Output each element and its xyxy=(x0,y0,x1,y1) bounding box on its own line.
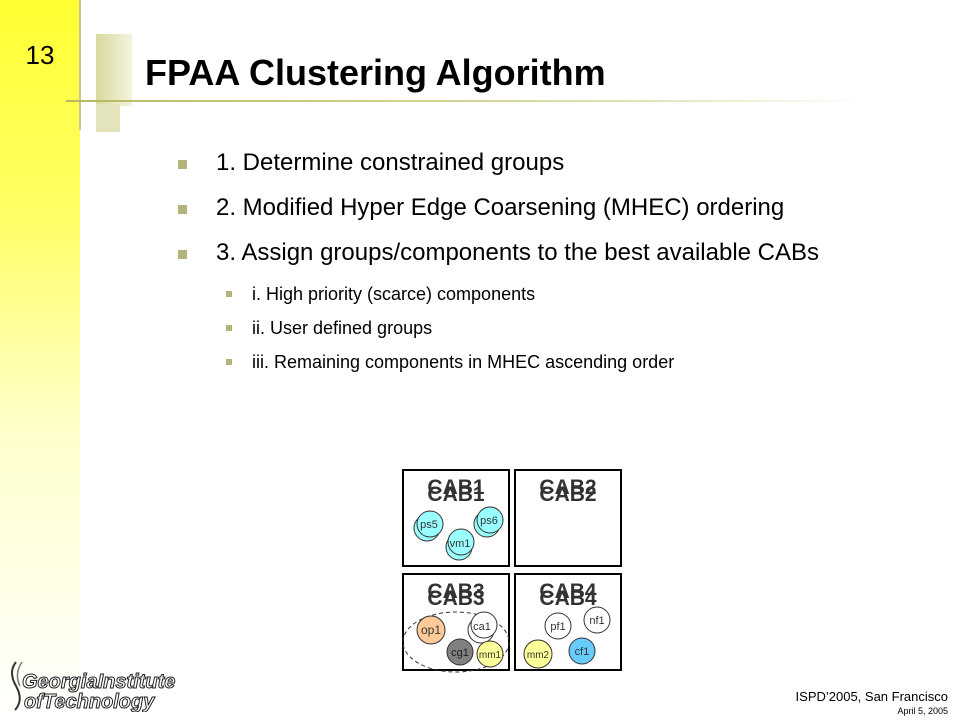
bullet-item: 2. Modified Hyper Edge Coarsening (MHEC)… xyxy=(178,191,878,225)
title-underline xyxy=(66,100,866,102)
bullet-text: 3. Assign groups/components to the best … xyxy=(216,239,820,266)
node-ps5-label: ps5 xyxy=(420,519,438,531)
node-cg1-label: cg1 xyxy=(451,647,469,659)
node-nf1-label: nf1 xyxy=(589,615,604,627)
node-pf1-label: pf1 xyxy=(550,621,565,633)
cab4-label: CAB4 xyxy=(539,580,596,603)
node-pf1: pf1 xyxy=(544,612,572,640)
left-accent-bar xyxy=(0,0,80,720)
node-mm1: mm1 xyxy=(476,640,504,668)
node-nf1: nf1 xyxy=(583,606,611,634)
group-outline xyxy=(402,611,510,673)
node-ca1: ca1 xyxy=(467,611,498,644)
node-ps6-label: ps6 xyxy=(480,515,498,527)
node-ca1-label: ca1 xyxy=(473,621,491,633)
node-mm2: mm2 xyxy=(523,639,553,669)
node-cg1: cg1 xyxy=(446,638,474,666)
sub-bullet-text: iii. Remaining components in MHEC ascend… xyxy=(252,352,675,372)
bullet-square-icon xyxy=(178,160,187,169)
slide-title: FPAA Clustering Algorithm xyxy=(145,52,606,93)
cab3-label: CAB3 xyxy=(427,580,484,603)
cab2-box xyxy=(514,469,622,567)
logo-line2: ofTechnology xyxy=(24,691,155,712)
bullet-text: 1. Determine constrained groups xyxy=(216,149,565,176)
cab2-label-shadow: CAB2 xyxy=(539,483,596,506)
vertical-divider xyxy=(79,0,81,130)
bullet-text: 2. Modified Hyper Edge Coarsening (MHEC)… xyxy=(216,194,785,221)
cab2-label: CAB2 xyxy=(539,476,596,499)
georgia-tech-logo: GeorgiaInstitute ofTechnology xyxy=(11,661,176,712)
bullet-square-icon xyxy=(226,291,232,297)
logo-line1: GeorgiaInstitute xyxy=(22,671,175,693)
sub-bullet-item: i. High priority (scarce) components xyxy=(226,281,878,307)
cab1-label: CAB1 xyxy=(427,476,484,499)
slide-number: 13 xyxy=(25,40,55,70)
footer-date: April 5, 2005 xyxy=(897,706,948,716)
bullet-square-icon xyxy=(178,205,187,214)
node-vm1-label: vm1 xyxy=(450,538,471,550)
sub-bullet-text: i. High priority (scarce) components xyxy=(252,284,536,304)
bullet-item: 3. Assign groups/components to the best … xyxy=(178,236,878,270)
logo-swoosh-icon xyxy=(11,661,21,711)
bullet-square-icon xyxy=(226,325,232,331)
sub-bullet-item: iii. Remaining components in MHEC ascend… xyxy=(226,349,878,375)
node-mm2-label: mm2 xyxy=(527,650,550,661)
bullet-item: 1. Determine constrained groups xyxy=(178,146,878,180)
cab1-label-shadow: CAB1 xyxy=(427,483,484,506)
bullet-list: 1. Determine constrained groups 2. Modif… xyxy=(178,146,878,383)
node-cf1: cf1 xyxy=(568,637,596,665)
node-op1: op1 xyxy=(416,615,446,645)
cab3-label-shadow: CAB3 xyxy=(427,587,484,610)
node-vm1: vm1 xyxy=(445,528,475,561)
title-decoration-small xyxy=(96,104,120,132)
bullet-square-icon xyxy=(226,359,232,365)
node-ps6: ps6 xyxy=(473,506,504,538)
cab4-label-shadow: CAB4 xyxy=(539,587,596,610)
node-ps5: ps5 xyxy=(413,510,444,542)
node-cf1-label: cf1 xyxy=(575,646,590,658)
sub-bullet-text: ii. User defined groups xyxy=(252,318,433,338)
node-mm1-label: mm1 xyxy=(479,650,502,661)
footer-conference: ISPD’2005, San Francisco xyxy=(795,689,948,704)
node-op1-label: op1 xyxy=(421,623,441,637)
sub-bullet-item: ii. User defined groups xyxy=(226,315,878,341)
title-decoration xyxy=(96,34,132,106)
bullet-square-icon xyxy=(178,250,187,259)
